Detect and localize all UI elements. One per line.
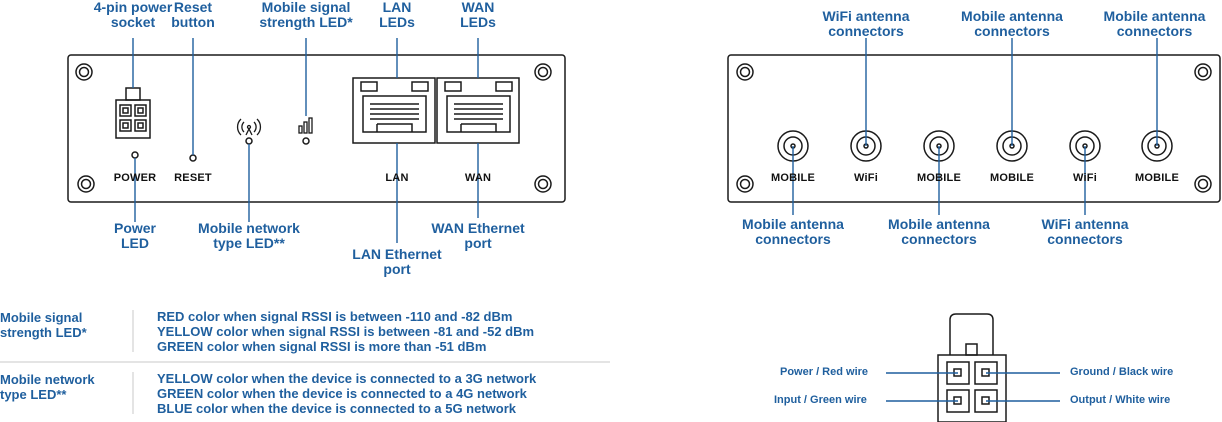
legend-dividers xyxy=(0,310,610,414)
screw-icon xyxy=(534,63,552,81)
callout-mobile-connectors-bottom-center: Mobile antenna connectors xyxy=(888,216,990,247)
legend-line: BLUE color when the device is connected … xyxy=(157,401,517,416)
callout-signal-led: Mobile signal strength LED* xyxy=(259,0,353,30)
screw-icon xyxy=(534,175,552,193)
callout-mobile-connectors-bottom-left: Mobile antenna connectors xyxy=(742,216,844,247)
wire-label-ground: Ground / Black wire xyxy=(1070,366,1174,378)
signal-bars-icon xyxy=(298,117,313,134)
connector-label-1: MOBILE xyxy=(771,172,815,184)
callout-lan-port: LAN Ethernet port xyxy=(352,246,442,277)
front-leader-lines xyxy=(132,38,479,243)
connector-label-4: MOBILE xyxy=(990,172,1034,184)
callout-wan-leds: WAN LEDs xyxy=(460,0,496,30)
power-connector-diagram xyxy=(937,313,1007,422)
label-wan: WAN xyxy=(464,172,492,184)
legend-line: RED color when signal RSSI is between -1… xyxy=(157,309,513,324)
screw-icon xyxy=(75,63,93,81)
wire-label-power: Power / Red wire xyxy=(780,366,869,378)
callout-power-led: Power LED xyxy=(113,220,156,251)
back-leader-lines xyxy=(792,38,1158,215)
wan-port-icon xyxy=(436,77,520,144)
screw-icon xyxy=(736,63,754,81)
callout-wifi-connectors-bottom: WiFi antenna connectors xyxy=(1041,216,1129,247)
legend-line: GREEN color when signal RSSI is more tha… xyxy=(157,339,487,354)
label-power: POWER xyxy=(113,172,157,184)
network-led-icon xyxy=(245,137,253,145)
screw-icon xyxy=(77,175,95,193)
legend-title: Mobile signal strength LED* xyxy=(0,310,87,340)
callout-mobile-connectors-top-mid: Mobile antenna connectors xyxy=(961,8,1063,39)
legend-title: Mobile network type LED** xyxy=(0,372,95,402)
connector-label-3: MOBILE xyxy=(917,172,961,184)
reset-button-icon xyxy=(189,154,197,162)
connector-label-2: WiFi xyxy=(854,172,878,184)
callout-wifi-connectors-top: WiFi antenna connectors xyxy=(822,8,910,39)
legend-line: YELLOW color when signal RSSI is between… xyxy=(157,324,535,339)
legend-line: YELLOW color when the device is connecte… xyxy=(157,371,537,386)
callout-mobile-connectors-top-right: Mobile antenna connectors xyxy=(1103,8,1206,39)
label-lan: LAN xyxy=(385,172,409,184)
power-socket-icon xyxy=(115,87,151,139)
power-led-icon xyxy=(131,151,139,159)
label-reset: RESET xyxy=(174,172,212,184)
signal-led-icon xyxy=(302,137,310,145)
back-panel xyxy=(727,54,1221,203)
callout-lan-leds: LAN LEDs xyxy=(379,0,415,30)
callout-network-type-led: Mobile network type LED** xyxy=(198,220,300,251)
screw-icon xyxy=(736,175,754,193)
antenna-icon xyxy=(236,118,262,136)
front-panel xyxy=(67,54,566,203)
connector-label-5: WiFi xyxy=(1073,172,1097,184)
wire-label-output: Output / White wire xyxy=(1070,394,1171,406)
wire-leader-lines xyxy=(886,372,1060,402)
screw-icon xyxy=(1194,175,1212,193)
screw-icon xyxy=(1194,63,1212,81)
legend-line: GREEN color when the device is connected… xyxy=(157,386,527,401)
lan-port-icon xyxy=(352,77,436,144)
callout-power-socket: 4-pin power socket xyxy=(93,0,173,30)
wire-label-input: Input / Green wire xyxy=(774,394,867,406)
connector-label-6: MOBILE xyxy=(1135,172,1179,184)
callout-reset-button: Reset button xyxy=(171,0,215,30)
callout-wan-port: WAN Ethernet port xyxy=(431,220,525,251)
